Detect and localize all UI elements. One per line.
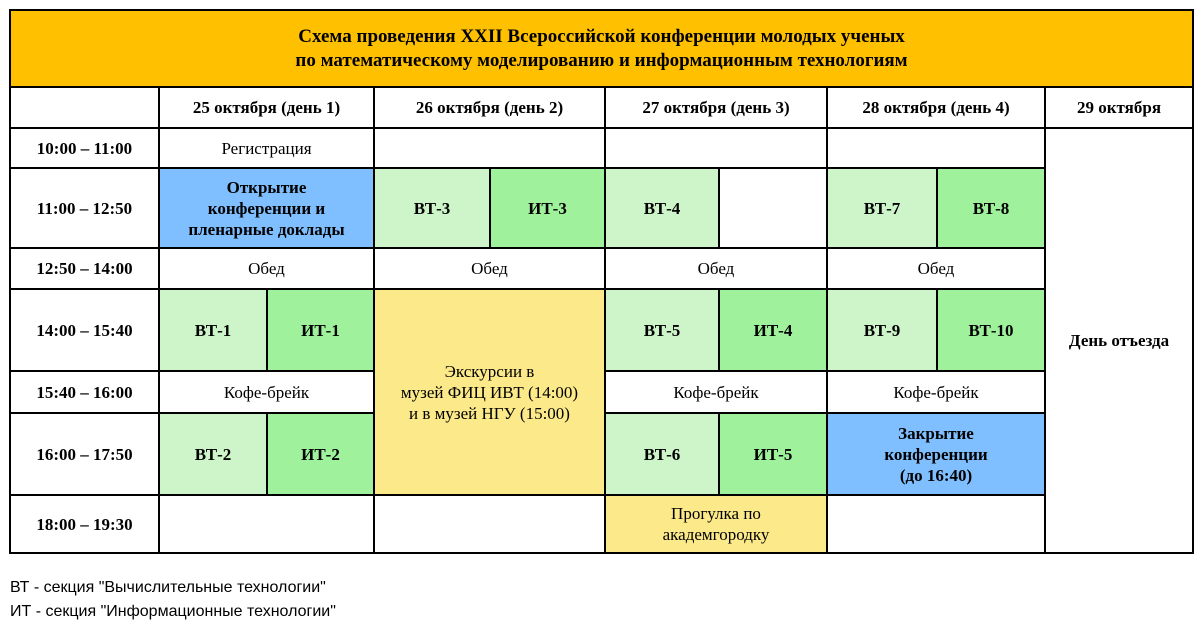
empty-cell <box>826 494 1046 554</box>
lunch-cell-day2: Обед <box>373 247 606 290</box>
closing-line-1: Закрытие <box>898 423 974 443</box>
session-vt8: ВТ-8 <box>936 167 1046 249</box>
time-slot-3: 12:50 – 14:00 <box>9 247 160 290</box>
excursion-line-1: Экскурсии в <box>444 361 535 381</box>
session-vt5: ВТ-5 <box>604 288 720 372</box>
lunch-cell-day3: Обед <box>604 247 828 290</box>
empty-cell <box>373 494 606 554</box>
session-it5: ИТ-5 <box>718 412 828 496</box>
session-vt10: ВТ-10 <box>936 288 1046 372</box>
empty-cell <box>373 127 606 169</box>
session-vt9: ВТ-9 <box>826 288 938 372</box>
time-slot-2: 11:00 – 12:50 <box>9 167 160 249</box>
opening-plenary-cell: Открытие конференции и пленарные доклады <box>158 167 375 249</box>
registration-cell: Регистрация <box>158 127 375 169</box>
closing-line-2: конференции <box>884 444 988 464</box>
session-vt1: ВТ-1 <box>158 288 268 372</box>
day-header-2: 26 октября (день 2) <box>373 86 606 129</box>
title-line-2: по математическому моделированию и инфор… <box>295 49 908 71</box>
time-slot-5: 15:40 – 16:00 <box>9 370 160 414</box>
coffee-break-day4: Кофе-брейк <box>826 370 1046 414</box>
day-header-1: 25 октября (день 1) <box>158 86 375 129</box>
time-slot-4: 14:00 – 15:40 <box>9 288 160 372</box>
time-slot-7: 18:00 – 19:30 <box>9 494 160 554</box>
time-slot-6: 16:00 – 17:50 <box>9 412 160 496</box>
closing-cell: Закрытие конференции (до 16:40) <box>826 412 1046 496</box>
session-vt7: ВТ-7 <box>826 167 938 249</box>
session-vt3: ВТ-3 <box>373 167 491 249</box>
lunch-cell-day4: Обед <box>826 247 1046 290</box>
session-it1: ИТ-1 <box>266 288 375 372</box>
walk-line-1: Прогулка по <box>671 504 761 523</box>
day-header-3: 27 октября (день 3) <box>604 86 828 129</box>
coffee-break-day1: Кофе-брейк <box>158 370 375 414</box>
page-title: Схема проведения XXII Всероссийской конф… <box>8 9 1195 88</box>
empty-cell <box>826 127 1046 169</box>
session-it2: ИТ-2 <box>266 412 375 496</box>
session-vt4: ВТ-4 <box>604 167 720 249</box>
legend-vt: ВТ - секция "Вычислительные технологии" <box>10 579 326 596</box>
empty-cell <box>604 127 828 169</box>
excursion-cell: Экскурсии в музей ФИЦ ИВТ (14:00) и в му… <box>373 288 606 496</box>
day-header-4: 28 октября (день 4) <box>826 86 1046 129</box>
walk-cell: Прогулка по академгородку <box>604 494 828 554</box>
empty-cell <box>158 494 375 554</box>
opening-line-1: Открытие <box>226 177 307 197</box>
excursion-line-2: музей ФИЦ ИВТ (14:00) <box>400 382 579 402</box>
walk-line-2: академгородку <box>662 525 770 544</box>
closing-line-3: (до 16:40) <box>899 465 973 485</box>
opening-line-2: конференции и <box>207 198 326 218</box>
schedule-wrapper: Схема проведения XXII Всероссийской конф… <box>8 9 1195 554</box>
opening-line-3: пленарные доклады <box>188 219 345 239</box>
session-it3: ИТ-3 <box>489 167 606 249</box>
header-corner <box>9 86 160 129</box>
session-it4: ИТ-4 <box>718 288 828 372</box>
schedule-table: Схема проведения XXII Всероссийской конф… <box>8 9 1195 554</box>
lunch-cell-day1: Обед <box>158 247 375 290</box>
departure-day-cell: День отъезда <box>1043 127 1195 554</box>
empty-cell <box>718 167 828 249</box>
title-line-1: Схема проведения XXII Всероссийской конф… <box>298 25 905 47</box>
session-vt2: ВТ-2 <box>158 412 268 496</box>
coffee-break-day3: Кофе-брейк <box>604 370 828 414</box>
legend-it: ИТ - секция "Информационные технологии" <box>10 603 336 620</box>
day-header-5: 29 октября <box>1043 86 1195 129</box>
session-vt6: ВТ-6 <box>604 412 720 496</box>
excursion-line-3: и в музей НГУ (15:00) <box>409 403 570 423</box>
time-slot-1: 10:00 – 11:00 <box>9 127 160 169</box>
